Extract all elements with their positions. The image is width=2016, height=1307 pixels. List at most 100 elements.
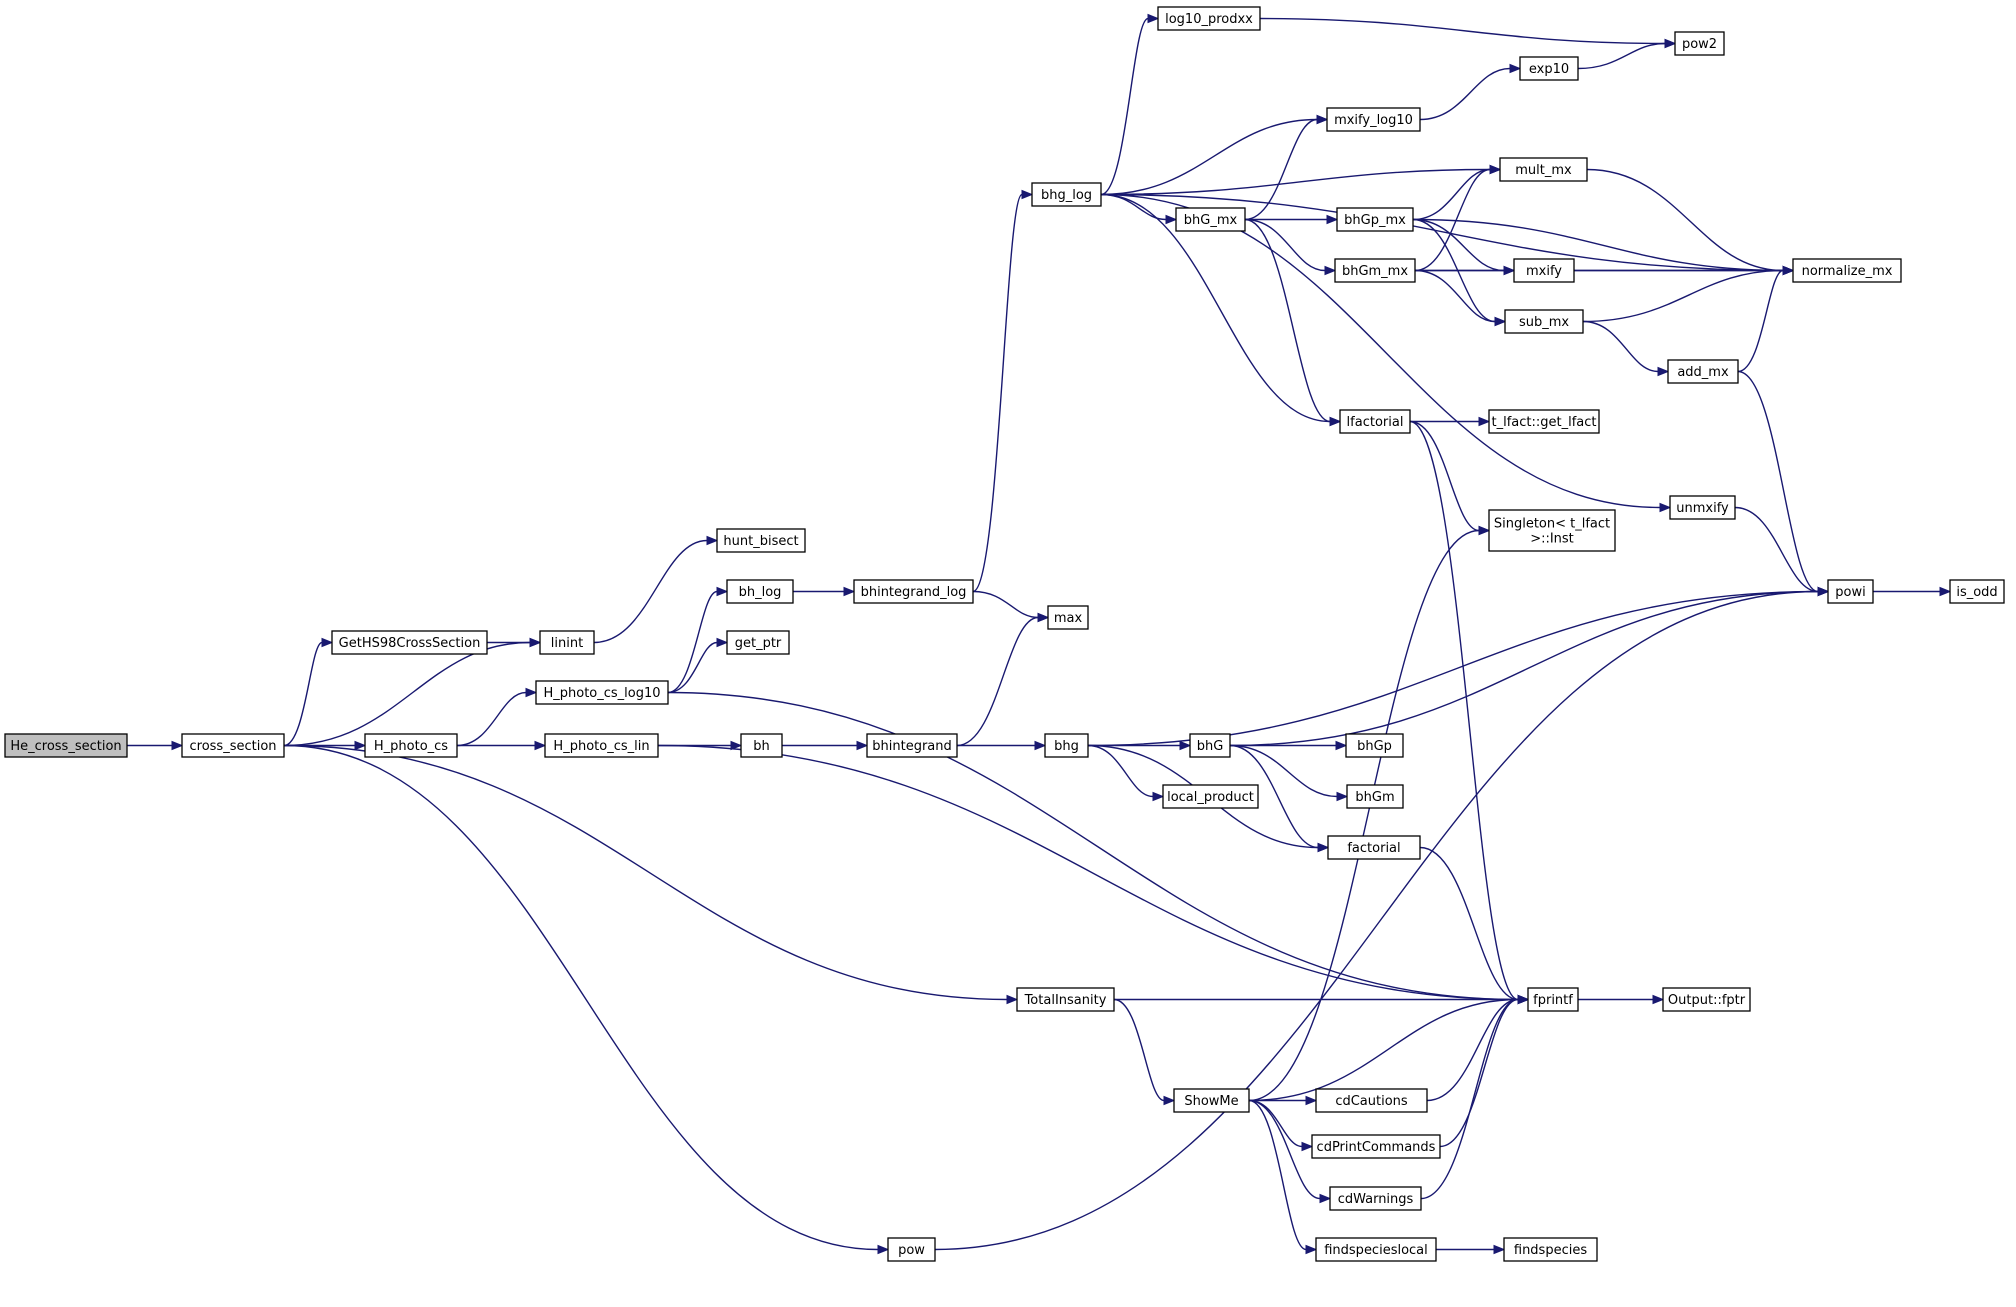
node-bhgm-mx[interactable]: bhGm_mx xyxy=(1334,258,1416,283)
node-label: hunt_bisect xyxy=(723,534,798,549)
node-label: get_ptr xyxy=(735,636,782,651)
edge-fprintf-to-output-fptr xyxy=(1577,994,1665,1005)
edge-arrowhead xyxy=(1336,791,1349,802)
edge-arrowhead xyxy=(1329,416,1342,427)
edge-arrowhead xyxy=(1006,994,1019,1005)
edge-log10-prodxx-to-pow2 xyxy=(1259,17,1677,49)
node-box xyxy=(364,733,458,758)
node-box xyxy=(1527,987,1579,1012)
edge-line xyxy=(1248,1099,1303,1148)
node-mxify[interactable]: mxify xyxy=(1513,258,1575,283)
node-h-photo-cs-log10[interactable]: H_photo_cs_log10 xyxy=(535,680,669,705)
node-h-photo-cs-lin[interactable]: H_photo_cs_lin xyxy=(544,733,659,758)
edge-showme-to-cdprintcommands xyxy=(1248,1099,1314,1152)
node-cross-section[interactable]: cross_section xyxy=(181,733,285,758)
edge-arrowhead xyxy=(321,637,334,648)
node-get-ptr[interactable]: get_ptr xyxy=(726,630,790,655)
node-normalize-mx[interactable]: normalize_mx xyxy=(1792,258,1902,283)
node-box xyxy=(1949,579,2005,604)
node-lfactorial[interactable]: lfactorial xyxy=(1339,409,1411,434)
node-label: cross_section xyxy=(189,739,276,754)
node-h-photo-cs[interactable]: H_photo_cs xyxy=(364,733,458,758)
node-bh[interactable]: bh xyxy=(740,733,783,758)
node-bh-log[interactable]: bh_log xyxy=(726,579,794,604)
node-bhintegrand[interactable]: bhintegrand xyxy=(866,733,958,758)
edge-arrowhead xyxy=(1493,1244,1506,1255)
node-log10-prodxx[interactable]: log10_prodxx xyxy=(1157,6,1261,31)
node-bhgm[interactable]: bhGm xyxy=(1346,784,1404,809)
edge-h-photo-cs-log10-to-bh-log xyxy=(667,586,729,694)
edge-bhg-log-to-normalize-mx xyxy=(1100,193,1795,276)
node-output-fptr[interactable]: Output::fptr xyxy=(1662,987,1751,1012)
node-label: Output::fptr xyxy=(1668,993,1746,1008)
edge-arrowhead xyxy=(1179,740,1192,751)
node-he-cross-section[interactable]: He_cross_section xyxy=(4,733,128,758)
node-sub-mx[interactable]: sub_mx xyxy=(1504,309,1584,334)
node-box xyxy=(1047,605,1089,630)
edge-line xyxy=(283,744,1008,1001)
node-label: sub_mx xyxy=(1519,315,1569,330)
node-hunt-bisect[interactable]: hunt_bisect xyxy=(716,528,806,553)
node-cdprintcommands[interactable]: cdPrintCommands xyxy=(1311,1134,1441,1159)
node-singleton-inst[interactable]: Singleton< t_lfact>::Inst xyxy=(1488,509,1616,552)
edge-lfactorial-to-t-lfact-get-lfact xyxy=(1410,416,1491,427)
node-bhg-log[interactable]: bhg_log xyxy=(1031,182,1102,207)
edge-he-cross-section-to-cross-section xyxy=(127,740,184,751)
edge-showme-to-cdcautions xyxy=(1249,1095,1318,1106)
node-linint[interactable]: linint xyxy=(539,630,595,655)
node-box xyxy=(1315,1088,1428,1113)
node-bhg[interactable]: bhG xyxy=(1189,733,1231,758)
edge-line xyxy=(1248,529,1480,1102)
node-exp10[interactable]: exp10 xyxy=(1519,56,1579,81)
node-factorial[interactable]: factorial xyxy=(1327,835,1421,860)
node-bhgp-mx[interactable]: bhGp_mx xyxy=(1336,207,1414,232)
node-label: findspecieslocal xyxy=(1324,1243,1428,1258)
node-bhg[interactable]: bhg xyxy=(1044,733,1089,758)
node-max[interactable]: max xyxy=(1047,605,1089,630)
node-is-odd[interactable]: is_odd xyxy=(1949,579,2005,604)
edge-sub-mx-to-add-mx xyxy=(1582,320,1670,377)
node-showme[interactable]: ShowMe xyxy=(1173,1088,1250,1113)
node-box xyxy=(1503,1237,1598,1262)
node-findspecieslocal[interactable]: findspecieslocal xyxy=(1315,1237,1437,1262)
edge-mxify-log10-to-exp10 xyxy=(1419,63,1522,121)
nodes-layer: He_cross_section cross_section GetHS98Cros… xyxy=(4,6,2005,1262)
edge-line xyxy=(1586,168,1784,272)
edge-arrowhead xyxy=(171,740,184,751)
edge-arrowhead xyxy=(1021,189,1034,200)
node-pow2[interactable]: pow2 xyxy=(1674,31,1725,56)
node-powi[interactable]: powi xyxy=(1827,579,1874,604)
node-mult-mx[interactable]: mult_mx xyxy=(1499,157,1588,182)
edge-arrowhead xyxy=(1326,214,1339,225)
node-add-mx[interactable]: add_mx xyxy=(1667,359,1739,384)
edge-line xyxy=(1419,846,1519,1001)
edge-line xyxy=(1244,218,1326,272)
edge-showme-to-singleton-inst xyxy=(1248,525,1491,1102)
node-label: fprintf xyxy=(1533,993,1573,1008)
node-bhgp[interactable]: bhGp xyxy=(1345,733,1404,758)
node-t-lfact-get-lfact[interactable]: t_lfact::get_lfact xyxy=(1488,409,1600,434)
node-totalinsanity[interactable]: TotalInsanity xyxy=(1016,987,1115,1012)
node-geths98crosssection[interactable]: GetHS98CrossSection xyxy=(331,630,488,655)
node-label: factorial xyxy=(1347,841,1400,856)
node-bhintegrand-log[interactable]: bhintegrand_log xyxy=(853,579,974,604)
node-box xyxy=(1669,495,1736,520)
node-bhg-mx[interactable]: bhG_mx xyxy=(1175,207,1246,232)
node-box xyxy=(740,733,783,758)
node-fprintf[interactable]: fprintf xyxy=(1527,987,1579,1012)
node-box xyxy=(1662,987,1751,1012)
node-cdwarnings[interactable]: cdWarnings xyxy=(1329,1186,1422,1211)
node-local-product[interactable]: local_product xyxy=(1162,784,1259,809)
node-box xyxy=(1329,1186,1422,1211)
edge-line xyxy=(1420,998,1519,1200)
node-mxify-log10[interactable]: mxify_log10 xyxy=(1326,107,1421,132)
edge-line xyxy=(1244,218,1331,423)
edge-arrowhead xyxy=(716,586,729,597)
node-pow[interactable]: pow xyxy=(887,1237,936,1262)
node-label: He_cross_section xyxy=(10,739,121,754)
node-findspecies[interactable]: findspecies xyxy=(1503,1237,1598,1262)
node-cdcautions[interactable]: cdCautions xyxy=(1315,1088,1428,1113)
node-label: TotalInsanity xyxy=(1024,993,1107,1008)
node-label: >::Inst xyxy=(1530,532,1574,547)
node-unmxify[interactable]: unmxify xyxy=(1669,495,1736,520)
